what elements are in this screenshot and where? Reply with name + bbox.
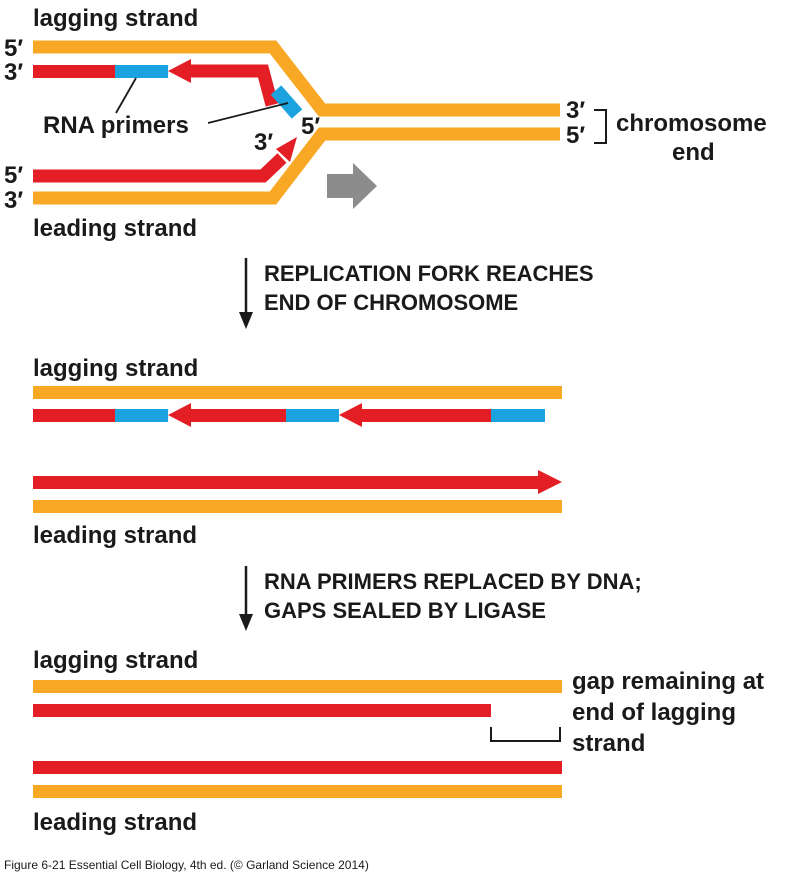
middle-lagging-strand-label: lagging strand: [33, 355, 198, 382]
step2-text-line1: RNA PRIMERS REPLACED BY DNA;: [264, 569, 642, 594]
top-leading-strand-label: leading strand: [33, 215, 197, 242]
top-lagging-strand-label: lagging strand: [33, 5, 198, 32]
chromosome-end-3prime: 3′: [566, 97, 585, 124]
middle-lagging-arrowhead-1: [168, 403, 191, 427]
step1-text-line1: REPLICATION FORK REACHES: [264, 261, 594, 286]
chromosome-end-5prime: 5′: [566, 122, 585, 149]
step1-down-arrow-icon: [239, 312, 253, 329]
lagging-rna-primer-2: [270, 85, 303, 119]
step-fork-reaches-end: REPLICATION FORK REACHES END OF CHROMOSO…: [239, 258, 594, 329]
middle-parental-strand-bottom: [33, 500, 562, 513]
rna-primers-pointer-2: [207, 102, 289, 124]
middle-leading-strand-label: leading strand: [33, 522, 197, 549]
bottom-parental-strand-top: [33, 680, 562, 693]
bottom-leading-new-strand: [33, 761, 562, 774]
lagging-okazaki-fragment-1: [33, 65, 115, 78]
lagging-rna-primer-1: [115, 65, 168, 78]
bottom-lagging-strand-label: lagging strand: [33, 647, 198, 674]
middle-lagging-fragment-2: [190, 409, 286, 422]
middle-lagging-fragment-1: [33, 409, 115, 422]
step2-text-line2: GAPS SEALED BY LIGASE: [264, 598, 546, 623]
leading-new-strand: [33, 153, 287, 183]
lagging-fragment-arrowhead: [168, 59, 191, 83]
chromosome-end-bracket: [594, 109, 607, 144]
gap-label-line1: gap remaining at: [572, 668, 764, 695]
bottom-lagging-new-strand: [33, 704, 491, 717]
bottom-parental-strand-bottom: [33, 785, 562, 798]
gap-label-line2: end of lagging: [572, 699, 736, 726]
chromosome-end-label-line1: chromosome: [616, 110, 767, 137]
primer-5prime: 5′: [301, 113, 320, 140]
leading-new-5prime: 5′: [4, 162, 23, 189]
step2-down-arrow-icon: [239, 614, 253, 631]
rna-primers-pointer-1: [115, 77, 137, 114]
gap-bracket: [490, 727, 561, 742]
step1-text-line2: END OF CHROMOSOME: [264, 290, 518, 315]
rna-primers-label: RNA primers: [43, 112, 189, 139]
middle-rna-primer-1: [115, 409, 168, 422]
panel-gap-remaining: lagging strand gap remaining at end of l…: [33, 647, 764, 836]
lagging-new-3prime: 3′: [4, 59, 23, 86]
gap-label-line3: strand: [572, 730, 645, 757]
parental-strand-bottom: [33, 127, 560, 205]
panel-replication-fork: lagging strand 5′ 3′ 5′ 3′ 3′ 5′ 3′ 5′ R…: [4, 5, 767, 242]
middle-leading-new-strand: [33, 476, 540, 489]
right-arrow-icon: [327, 163, 377, 209]
middle-lagging-arrowhead-2: [339, 403, 362, 427]
middle-parental-strand-top: [33, 386, 562, 399]
chromosome-end-label-line2: end: [672, 139, 715, 166]
step-primers-replaced: RNA PRIMERS REPLACED BY DNA; GAPS SEALED…: [239, 566, 642, 631]
middle-rna-primer-2: [286, 409, 339, 422]
leading-tip-3prime: 3′: [254, 129, 273, 156]
bottom-leading-strand-label: leading strand: [33, 809, 197, 836]
panel-fork-at-end: lagging strand leading strand: [33, 355, 562, 549]
middle-rna-primer-3: [491, 409, 545, 422]
parental-strand-top: [33, 40, 560, 117]
lagging-okazaki-fragment-2: [190, 64, 279, 107]
leading-parent-3prime: 3′: [4, 187, 23, 214]
lagging-parent-5prime: 5′: [4, 35, 23, 62]
leading-strand-arrowhead: [276, 137, 297, 162]
figure-caption: Figure 6-21 Essential Cell Biology, 4th …: [4, 858, 369, 872]
middle-leading-arrowhead: [538, 470, 562, 494]
middle-lagging-fragment-3: [361, 409, 491, 422]
